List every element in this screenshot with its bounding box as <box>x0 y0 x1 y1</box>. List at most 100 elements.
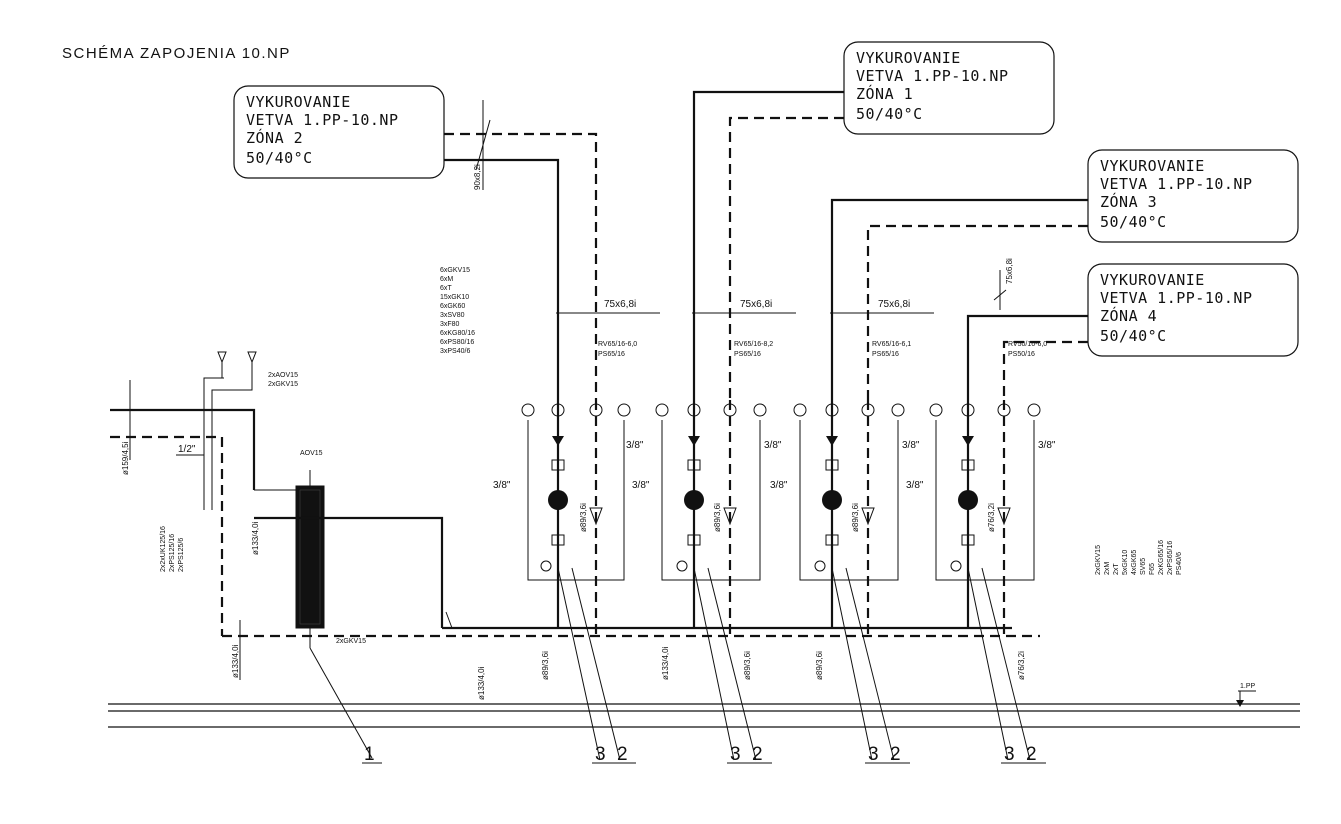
branch-4-conn-a: 3/8" <box>1038 440 1056 451</box>
spec-right-1: 2xM <box>1104 562 1111 575</box>
pressure-gauge-icon <box>753 403 767 417</box>
spec-right-7: 2xKG65/16 <box>1158 540 1165 575</box>
callout-labels: 1 3 2 3 2 3 2 3 2 <box>309 647 1046 765</box>
zone-box-1-line4: 50/40°C <box>856 105 923 123</box>
check-valve-icon <box>962 436 974 446</box>
spec-center-9: 3xPS40/6 <box>440 348 470 355</box>
top-left-spec-0: 2xAOV15 <box>268 372 298 379</box>
bottom-size-b: ø133/4,0i <box>477 666 486 700</box>
branch-2-pipe-size: 75x6,8i <box>740 299 772 310</box>
branch-3-ps: PS65/16 <box>872 351 899 358</box>
thermometer-icon <box>814 560 826 572</box>
air-vent-icon <box>247 351 257 364</box>
callout-3c: 3 <box>868 744 879 765</box>
heat-exchanger: AOV15 2xGKV15 ø133/4,0i <box>251 450 444 648</box>
spec-center-7: 6xKG80/16 <box>440 330 475 337</box>
spec-right-2: 2xT <box>1113 563 1120 575</box>
strainer-icon <box>997 507 1011 526</box>
pump-branch-3: 3/8" 3/8" ø89/3,6i <box>770 400 920 761</box>
zone-box-3-line1: VYKUROVANIE <box>1100 157 1205 175</box>
pressure-gauge-icon <box>825 403 839 417</box>
callout-2b: 2 <box>752 744 763 765</box>
spec-right-9: PS40/6 <box>1176 552 1183 575</box>
branch-1-pipe-size: 75x6,8i <box>604 299 636 310</box>
zone-1-piping <box>692 90 844 400</box>
pressure-gauge-icon <box>551 403 565 417</box>
spec-list-left: 2x2xUK125/16 2xPS125/16 2xPS125/6 <box>160 526 185 572</box>
zone-4-piping: 75x6,8i <box>966 258 1088 400</box>
zone-box-3-line3: ZÓNA 3 <box>1100 192 1157 211</box>
zone-box-1-line2: VETVA 1.PP-10.NP <box>856 67 1009 85</box>
spec-center-3: 15xGK10 <box>440 294 469 301</box>
pressure-gauge-icon <box>687 403 701 417</box>
valve-icon <box>961 459 975 471</box>
callout-2c: 2 <box>890 744 901 765</box>
callout-3a: 3 <box>595 744 606 765</box>
pump-branch-2: 3/8" 3/8" ø89/3,6i <box>632 400 782 761</box>
branch-3-vertical-size: ø89/3,6i <box>851 503 860 532</box>
spec-center-0: 6xGKV15 <box>440 267 470 274</box>
branch-3-valve: RV65/16-6,1 <box>872 341 911 348</box>
check-valve-icon <box>826 436 838 446</box>
branch-1-ps: PS65/16 <box>598 351 625 358</box>
zone-2-piping: 90x8,2i <box>444 100 598 400</box>
zone-box-4-line3: ZÓNA 4 <box>1100 306 1157 325</box>
level-mark: 1.PP <box>1240 683 1256 690</box>
branch-1-conn-b: 3/8" <box>493 480 511 491</box>
bottom-size-d1: ø89/3,6i <box>541 651 550 680</box>
bottom-size-d4: ø76/3,2i <box>1017 651 1026 680</box>
zone-box-3-line2: VETVA 1.PP-10.NP <box>1100 175 1253 193</box>
thermometer-icon <box>540 560 552 572</box>
branch-2-conn-b: 3/8" <box>632 480 650 491</box>
branch-3-conn-b: 3/8" <box>770 480 788 491</box>
bottom-size-d2: ø89/3,6i <box>743 651 752 680</box>
zone-3-piping <box>830 198 1088 400</box>
pressure-gauge-icon <box>861 403 875 417</box>
zone-box-3: VYKUROVANIE VETVA 1.PP-10.NP ZÓNA 3 50/4… <box>1087 149 1299 243</box>
spec-center-6: 3xF80 <box>440 321 460 328</box>
main-left-size: ø159/4,5i <box>121 441 130 475</box>
air-vent-icon <box>217 351 227 364</box>
filter-icon <box>551 534 565 546</box>
pressure-gauge-icon <box>655 403 669 417</box>
floor-level: 1.PP <box>108 683 1300 728</box>
filter-icon <box>825 534 839 546</box>
spec-left-2: 2xPS125/6 <box>178 538 185 572</box>
hx-in-size: ø133/4,0i <box>251 521 260 555</box>
spec-right-6: F65 <box>1149 563 1156 575</box>
zone-box-2-line1: VYKUROVANIE <box>246 93 351 111</box>
pressure-gauge-icon <box>997 403 1011 417</box>
bottom-size-d3: ø89/3,6i <box>815 651 824 680</box>
thermometer-icon <box>950 560 962 572</box>
pump-icon <box>548 490 568 510</box>
pressure-gauge-icon <box>521 403 535 417</box>
callout-3b: 3 <box>730 744 741 765</box>
check-valve-icon <box>552 436 564 446</box>
pump-icon <box>684 490 704 510</box>
callout-3d: 3 <box>1004 744 1015 765</box>
branch-2-valve: RV65/16-8,2 <box>734 341 773 348</box>
pump-icon <box>822 490 842 510</box>
branch-1-vertical-size: ø89/3,6i <box>579 503 588 532</box>
pump-branch-4: 3/8" 3/8" ø76/3,2i <box>906 400 1056 761</box>
strainer-icon <box>723 507 737 526</box>
thermometer-icon <box>676 560 688 572</box>
pump-branch-1: 3/8" 3/8" ø89/3,6i <box>493 400 644 761</box>
valve-icon <box>687 459 701 471</box>
spec-right-3: 5xGK10 <box>1122 550 1129 575</box>
branch-4-conn-b: 3/8" <box>906 480 924 491</box>
pressure-gauge-icon <box>723 403 737 417</box>
spec-center-5: 3xSV80 <box>440 312 465 319</box>
spec-center-8: 6xPS80/16 <box>440 339 474 346</box>
pressure-gauge-icon <box>617 403 631 417</box>
bottom-headers: ø133/4,0i ø133/4,0i ø133/4,0i ø89/3,6i ø… <box>222 611 1040 700</box>
valve-labels: RV65/16-6,0 PS65/16 RV65/16-8,2 PS65/16 … <box>598 341 1047 358</box>
spec-center-2: 6xT <box>440 285 452 292</box>
zone-box-2-line4: 50/40°C <box>246 149 313 167</box>
spec-left-0: 2x2xUK125/16 <box>160 526 167 572</box>
branch-4-valve: RV50/16-6,0 <box>1008 341 1047 348</box>
main-supply-left: ø159/4,5i 1/2" 2xAOV15 2xGKV15 <box>110 351 298 636</box>
pressure-gauge-icon <box>793 403 807 417</box>
spec-right-4: 4xGK65 <box>1131 550 1138 575</box>
